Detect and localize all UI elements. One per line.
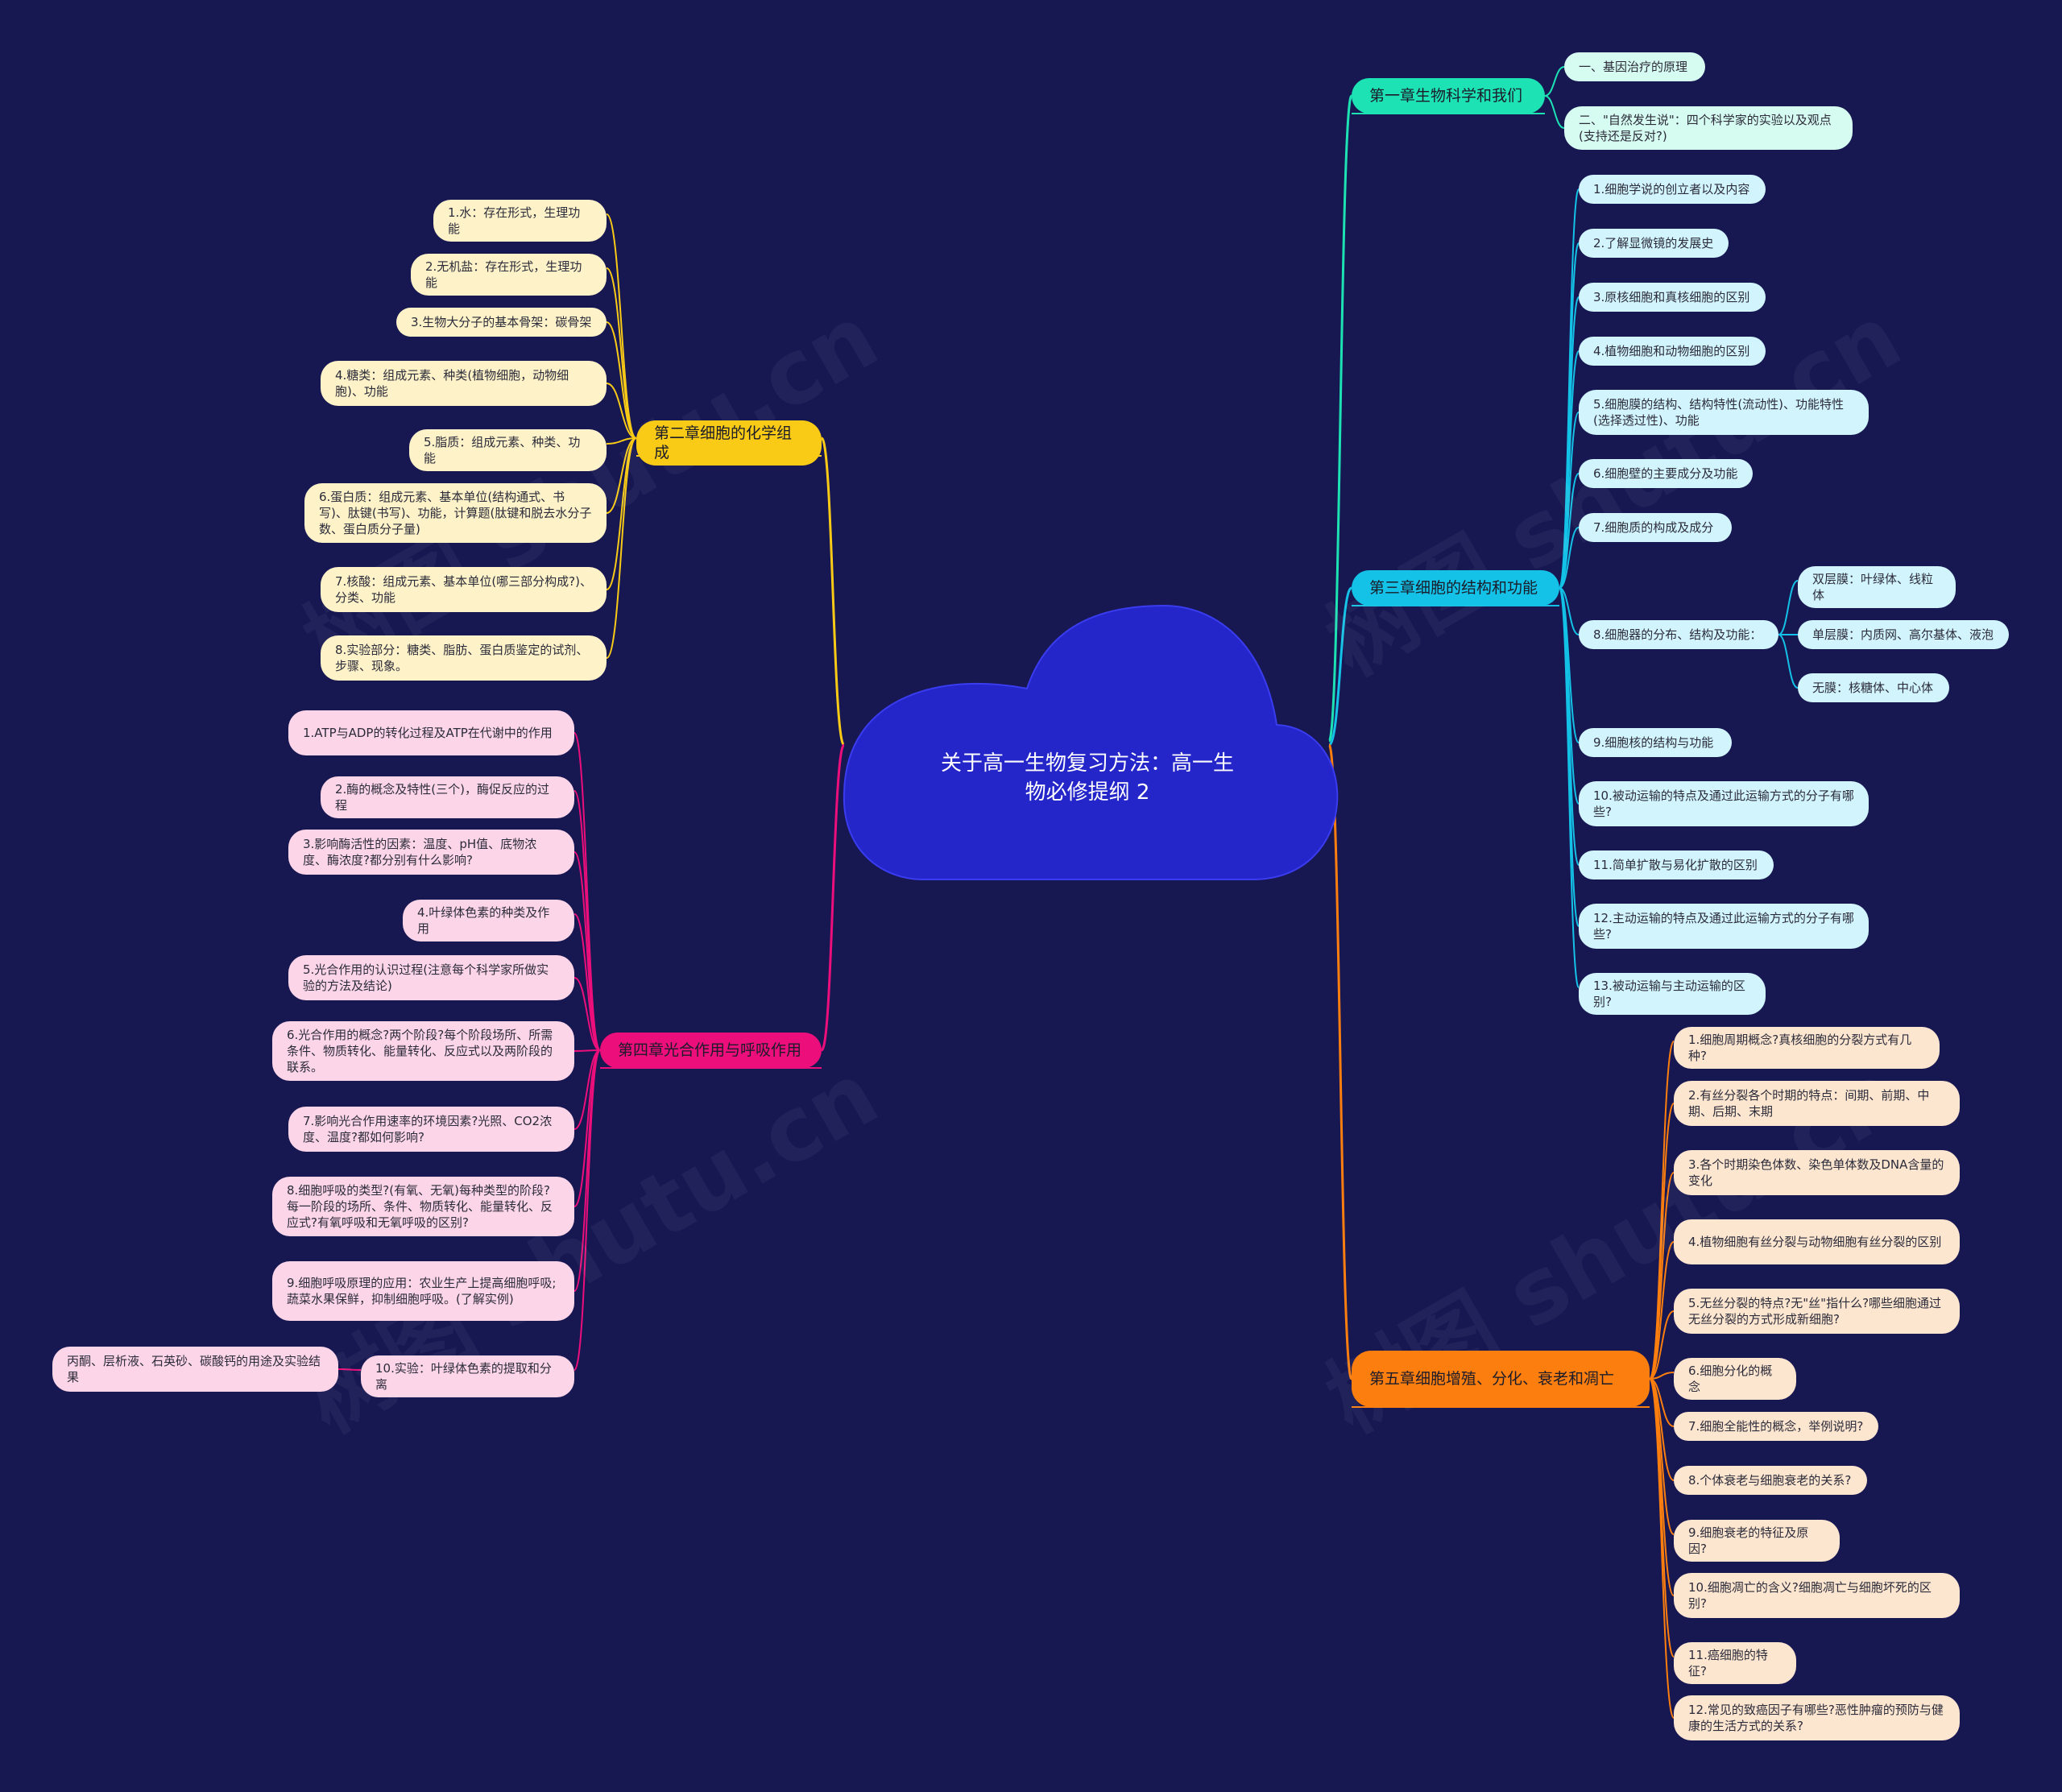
- sub-leaf-node[interactable]: 单层膜：内质网、高尔基体、液泡: [1798, 620, 2009, 649]
- leaf-node[interactable]: 4.植物细胞和动物细胞的区别: [1579, 337, 1766, 366]
- leaf-node[interactable]: 7.细胞质的构成及成分: [1579, 513, 1732, 542]
- center-cloud-path: [843, 604, 1339, 880]
- leaf-node[interactable]: 7.影响光合作用速率的环境因素?光照、CO2浓度、温度?都如何影响?: [288, 1107, 574, 1152]
- leaf-connector: [573, 1049, 601, 1130]
- leaf-node[interactable]: 6.光合作用的概念?两个阶段?每个阶段场所、所需条件、物质转化、能量转化、反应式…: [272, 1021, 574, 1081]
- leaf-node[interactable]: 13.被动运输与主动运输的区别?: [1579, 973, 1766, 1015]
- leaf-connector: [1649, 1241, 1675, 1380]
- leaf-connector: [573, 977, 601, 1051]
- branch-connector-ch1: [1327, 94, 1353, 743]
- leaf-node[interactable]: 4.糖类：组成元素、种类(植物细胞，动物细胞)、功能: [321, 361, 607, 406]
- leaf-node[interactable]: 8.实验部分：糖类、脂肪、蛋白质鉴定的试剂、步骤、现象。: [321, 635, 607, 681]
- leaf-connector: [1649, 1310, 1675, 1380]
- leaf-node[interactable]: 2.有丝分裂各个时期的特点：间期、前期、中期、后期、末期: [1674, 1081, 1960, 1126]
- sub-leaf-connector: [337, 1368, 362, 1371]
- sub-leaf-connector: [1778, 634, 1799, 689]
- sub-leaf-node[interactable]: 无膜：核糖体、中心体: [1798, 673, 1949, 702]
- branch-node-ch1[interactable]: 第一章生物科学和我们: [1352, 78, 1545, 114]
- leaf-node[interactable]: 9.细胞衰老的特征及原因?: [1674, 1520, 1840, 1562]
- leaf-node[interactable]: 2.了解显微镜的发展史: [1579, 229, 1729, 258]
- leaf-connector: [1544, 95, 1565, 129]
- leaf-node[interactable]: 二、"自然发生说"：四个科学家的实验以及观点(支持还是反对?): [1564, 106, 1853, 150]
- leaf-node[interactable]: 1.细胞学说的创立者以及内容: [1579, 175, 1766, 204]
- leaf-connector: [1649, 1372, 1675, 1380]
- leaf-connector: [573, 913, 601, 1051]
- leaf-node[interactable]: 1.水：存在形式，生理功能: [433, 200, 607, 242]
- leaf-connector: [606, 437, 637, 590]
- leaf-node[interactable]: 7.核酸：组成元素、基本单位(哪三部分构成?)、分类、功能: [321, 567, 607, 612]
- leaf-connector: [606, 437, 637, 445]
- center-topic[interactable]: 关于高一生物复习方法：高一生物必修提纲 2: [940, 751, 1234, 805]
- leaf-node[interactable]: 6.细胞分化的概念: [1674, 1358, 1796, 1400]
- leaf-node[interactable]: 3.影响酶活性的因素：温度、pH值、底物浓度、酶浓度?都分别有什么影响?: [288, 830, 574, 875]
- sub-leaf-connector: [1778, 580, 1799, 635]
- leaf-node[interactable]: 10.细胞凋亡的含义?细胞凋亡与细胞坏死的区别?: [1674, 1573, 1960, 1618]
- leaf-node[interactable]: 3.各个时期染色体数、染色单体数及DNA含量的变化: [1674, 1150, 1960, 1195]
- leaf-connector: [1559, 527, 1580, 589]
- leaf-node[interactable]: 1.ATP与ADP的转化过程及ATP在代谢中的作用: [288, 710, 574, 755]
- leaf-node[interactable]: 8.个体衰老与细胞衰老的关系?: [1674, 1466, 1867, 1495]
- leaf-connector: [573, 851, 601, 1051]
- leaf-node[interactable]: 9.细胞呼吸原理的应用：农业生产上提高细胞呼吸;蔬菜水果保鲜，抑制细胞呼吸。(了…: [272, 1261, 574, 1321]
- leaf-node[interactable]: 1.细胞周期概念?真核细胞的分裂方式有几种?: [1674, 1027, 1940, 1069]
- leaf-node[interactable]: 8.细胞器的分布、结构及功能：: [1579, 620, 1778, 649]
- leaf-node[interactable]: 2.酶的概念及特性(三个)，酶促反应的过程: [321, 776, 574, 818]
- leaf-node[interactable]: 8.细胞呼吸的类型?(有氧、无氧)每种类型的阶段?每一阶段的场所、条件、物质转化…: [272, 1177, 574, 1236]
- leaf-connector: [1559, 587, 1580, 988]
- leaf-connector: [573, 1049, 601, 1052]
- leaf-node[interactable]: 3.生物大分子的基本骨架：碳骨架: [396, 308, 607, 337]
- branch-connector-ch4: [820, 743, 846, 1052]
- leaf-node[interactable]: 10.实验：叶绿体色素的提取和分离: [361, 1355, 574, 1397]
- leaf-node[interactable]: 7.细胞全能性的概念，举例说明?: [1674, 1412, 1878, 1441]
- branch-connector-ch2: [820, 437, 846, 747]
- leaf-node[interactable]: 5.光合作用的认识过程(注意每个科学家所做实验的方法及结论): [288, 955, 574, 1000]
- leaf-node[interactable]: 一、基因治疗的原理: [1564, 52, 1705, 81]
- leaf-node[interactable]: 5.脂质：组成元素、种类、功能: [409, 429, 607, 471]
- leaf-connector: [1559, 587, 1580, 635]
- leaf-node[interactable]: 11.简单扩散与易化扩散的区别: [1579, 850, 1774, 879]
- leaf-node[interactable]: 9.细胞核的结构与功能: [1579, 728, 1732, 757]
- leaf-connector: [1649, 1172, 1675, 1380]
- branch-node-ch3[interactable]: 第三章细胞的结构和功能: [1352, 570, 1559, 606]
- leaf-connector: [573, 1049, 601, 1371]
- leaf-node[interactable]: 10.被动运输的特点及通过此运输方式的分子有哪些?: [1579, 781, 1869, 826]
- leaf-connector: [606, 437, 637, 514]
- leaf-connector: [606, 267, 637, 439]
- leaf-connector: [573, 1049, 601, 1207]
- leaf-node[interactable]: 4.叶绿体色素的种类及作用: [403, 900, 574, 942]
- leaf-connector: [1544, 66, 1565, 97]
- branch-node-ch2[interactable]: 第二章细胞的化学组成: [636, 420, 822, 466]
- leaf-node[interactable]: 12.主动运输的特点及通过此运输方式的分子有哪些?: [1579, 904, 1869, 949]
- leaf-node[interactable]: 2.无机盐：存在形式，生理功能: [411, 254, 607, 296]
- leaf-node[interactable]: 5.细胞膜的结构、结构特性(流动性)、功能特性(选择透过性)、功能: [1579, 390, 1869, 435]
- leaf-connector: [606, 437, 637, 659]
- leaf-node[interactable]: 11.癌细胞的特征?: [1674, 1642, 1796, 1684]
- branch-node-ch5[interactable]: 第五章细胞增殖、分化、衰老和凋亡: [1352, 1351, 1650, 1407]
- leaf-node[interactable]: 3.原核细胞和真核细胞的区别: [1579, 283, 1766, 312]
- branch-connector-ch3: [1327, 586, 1353, 747]
- leaf-connector: [1649, 1378, 1675, 1427]
- leaf-node[interactable]: 6.细胞壁的主要成分及功能: [1579, 459, 1753, 488]
- leaf-connector: [1559, 473, 1580, 589]
- leaf-connector: [606, 383, 637, 439]
- leaf-node[interactable]: 5.无丝分裂的特点?无"丝"指什么?哪些细胞通过无丝分裂的方式形成新细胞?: [1674, 1289, 1960, 1334]
- sub-leaf-node[interactable]: 丙酮、层析液、石英砂、碳酸钙的用途及实验结果: [52, 1347, 338, 1392]
- leaf-connector: [1649, 1378, 1675, 1719]
- leaf-connector: [606, 321, 637, 439]
- leaf-node[interactable]: 4.植物细胞有丝分裂与动物细胞有丝分裂的区别: [1674, 1219, 1960, 1264]
- leaf-node[interactable]: 12.常见的致癌因子有哪些?恶性肿瘤的预防与健康的生活方式的关系?: [1674, 1695, 1960, 1740]
- sub-leaf-node[interactable]: 双层膜：叶绿体、线粒体: [1798, 566, 1956, 608]
- branch-node-ch4[interactable]: 第四章光合作用与呼吸作用: [600, 1033, 822, 1068]
- leaf-node[interactable]: 6.蛋白质：组成元素、基本单位(结构通式、书写)、肽键(书写)、功能，计算题(肽…: [304, 483, 607, 543]
